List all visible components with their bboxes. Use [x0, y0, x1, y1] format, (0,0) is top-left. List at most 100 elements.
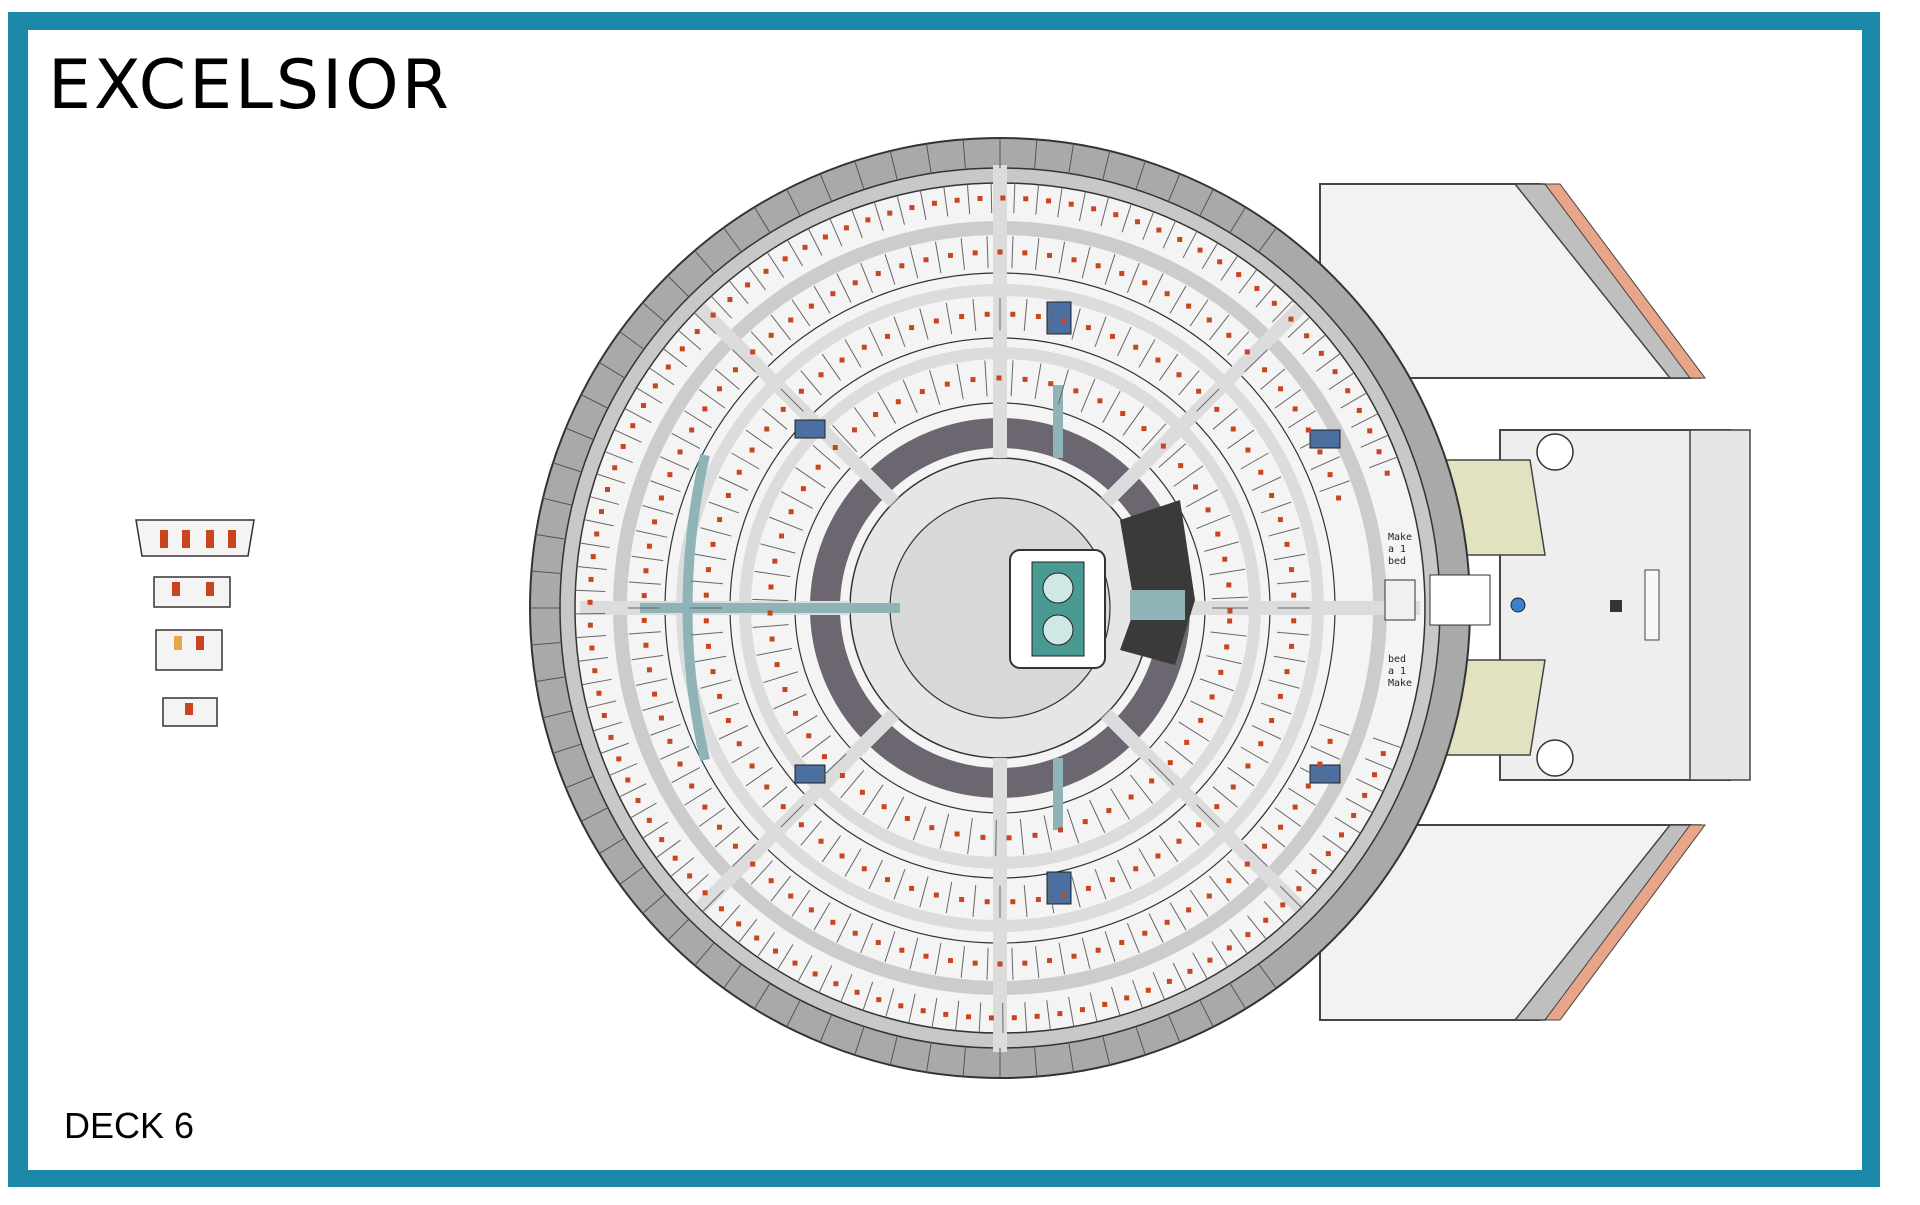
room-divider	[885, 988, 895, 1018]
hull-panel-line	[1102, 150, 1111, 181]
room-divider	[1126, 923, 1140, 954]
bed-marker	[1367, 428, 1373, 434]
room-divider	[791, 299, 811, 327]
room-divider	[1010, 360, 1014, 397]
bed-marker	[1218, 669, 1224, 675]
room-divider	[1169, 902, 1187, 931]
bed-marker	[839, 853, 845, 859]
room-divider	[628, 581, 661, 585]
room-divider	[1141, 423, 1167, 451]
bed-marker	[944, 381, 950, 387]
room-divider	[649, 367, 675, 386]
bed-marker	[929, 825, 935, 831]
hull-panel-line	[535, 533, 566, 540]
bed-marker	[1142, 280, 1148, 286]
room-divider	[1035, 184, 1040, 215]
bed-marker	[1277, 517, 1283, 523]
room-divider	[770, 875, 792, 902]
room-divider	[732, 349, 756, 373]
bed-marker	[947, 252, 953, 258]
room-divider	[596, 473, 626, 484]
room-divider	[642, 504, 674, 515]
room-divider	[624, 408, 652, 424]
room-divider	[1071, 876, 1081, 908]
room-divider	[576, 566, 607, 570]
bed-marker	[702, 890, 708, 896]
bed-marker	[933, 318, 939, 324]
bed-marker	[923, 257, 929, 263]
room-divider	[1251, 476, 1282, 491]
bed-marker	[754, 935, 760, 941]
room-divider	[1196, 388, 1220, 412]
bed-marker	[774, 662, 780, 668]
bed-marker	[702, 804, 708, 810]
room-divider	[1023, 299, 1028, 332]
room-divider	[576, 635, 606, 639]
hull-panel-line	[889, 1035, 898, 1066]
room-divider	[578, 657, 609, 662]
room-divider	[919, 190, 927, 221]
bed-marker	[954, 831, 960, 837]
bed-marker	[643, 568, 649, 574]
room-divider	[700, 527, 732, 537]
bed-marker	[1227, 608, 1233, 614]
bed-marker	[725, 492, 731, 498]
room-divider	[909, 246, 919, 279]
room-divider	[714, 368, 740, 390]
bed-marker	[646, 543, 652, 549]
room-divider	[1315, 353, 1341, 372]
hull-panel-line	[598, 837, 626, 855]
bed-marker	[1000, 195, 1006, 201]
bed-marker	[793, 710, 799, 716]
room-divider	[1322, 835, 1348, 854]
bed-marker	[641, 617, 647, 623]
room-divider	[1100, 196, 1110, 227]
hull-panel-line	[819, 173, 833, 202]
bed-marker	[1095, 263, 1101, 269]
bed-marker	[763, 268, 769, 274]
room-divider	[929, 370, 941, 405]
bed-marker	[954, 197, 960, 203]
bed-marker	[1145, 987, 1151, 993]
room-divider	[1094, 316, 1107, 347]
bed-marker	[898, 1003, 904, 1009]
room-divider	[797, 955, 813, 983]
bed-marker	[1057, 1011, 1063, 1017]
room-divider	[684, 787, 712, 806]
bed-marker	[630, 423, 636, 429]
bed-marker	[689, 427, 695, 433]
bed-marker	[1010, 311, 1016, 317]
bed-marker	[865, 217, 871, 223]
room-divider	[1209, 568, 1246, 576]
room-divider	[800, 370, 822, 396]
room-divider	[718, 725, 749, 740]
bed-marker	[881, 804, 887, 810]
room-divider	[1201, 242, 1219, 269]
bed-marker	[1277, 693, 1283, 699]
hull-panel-line	[531, 642, 562, 646]
bed-marker	[1380, 751, 1386, 757]
bed-marker	[1186, 303, 1192, 309]
bed-marker	[703, 592, 709, 598]
room-divider	[956, 363, 964, 400]
room-divider	[819, 753, 847, 780]
bed-marker	[782, 686, 788, 692]
hull-panel-line	[667, 275, 690, 298]
aft-section	[1499, 429, 1751, 781]
bed-marker	[1236, 272, 1242, 278]
bed-marker	[1263, 917, 1269, 923]
room-divider	[691, 580, 724, 585]
bed-marker	[594, 531, 600, 537]
room-divider	[1299, 767, 1329, 784]
room-divider	[693, 312, 717, 334]
room-divider	[807, 228, 823, 256]
room-divider	[966, 184, 971, 215]
room-divider	[631, 555, 664, 562]
hull-panel-line	[925, 1042, 932, 1073]
bed-marker	[1097, 398, 1103, 404]
room-divider	[1276, 580, 1309, 585]
room-divider	[868, 859, 883, 890]
room-divider	[655, 839, 681, 859]
room-divider	[818, 965, 833, 993]
room-divider	[1255, 284, 1276, 308]
